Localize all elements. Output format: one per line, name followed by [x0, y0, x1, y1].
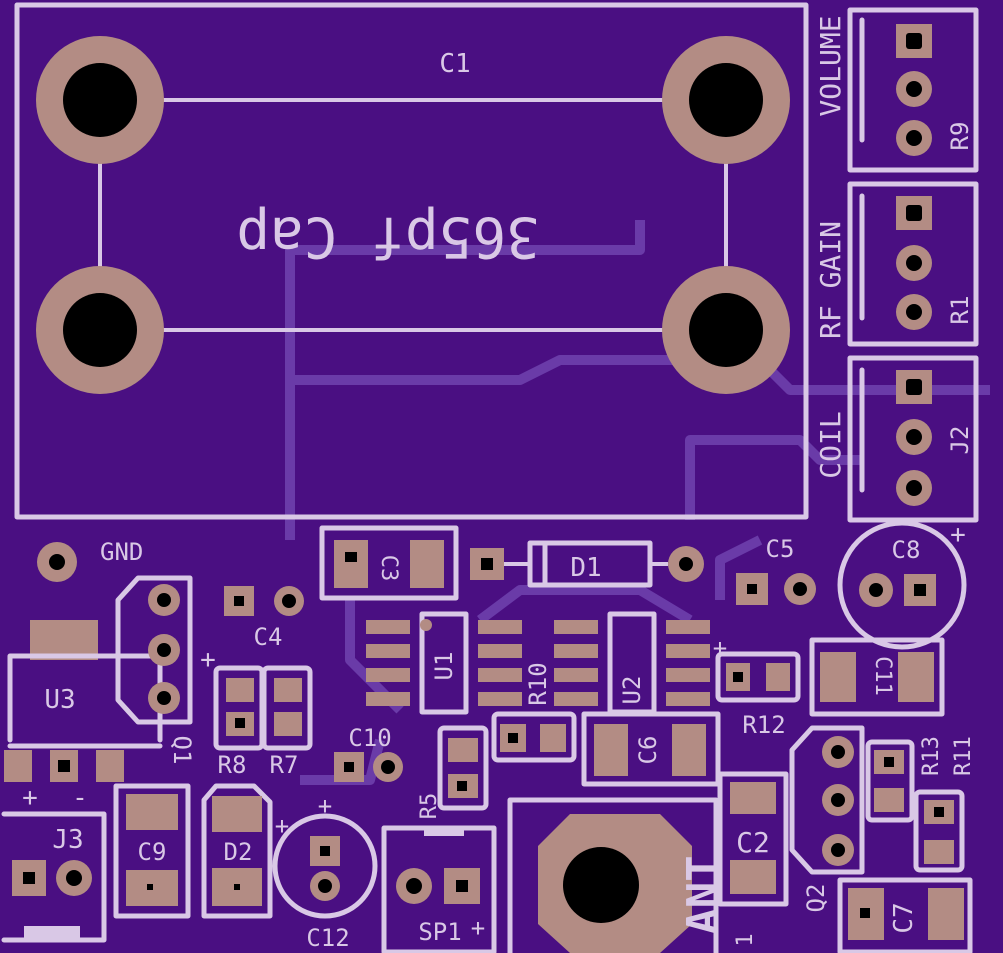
c3-label: C3	[376, 555, 401, 582]
u2-ic: U2 +	[554, 611, 727, 715]
r12-resistor: R12	[715, 651, 801, 739]
c4-label: C4	[254, 623, 283, 651]
ant-label: ANT	[678, 855, 729, 934]
j2-label: J2	[946, 426, 974, 455]
c11-capacitor: C11	[809, 637, 945, 717]
c11-label: C11	[870, 656, 895, 696]
sp1-speaker-connector: SP1 +	[381, 825, 497, 953]
coil-label: COIL	[814, 411, 847, 478]
c3-capacitor: C3	[319, 525, 459, 601]
r9-volume-pot: VOLUME R9	[814, 7, 979, 173]
svg-text:+: +	[318, 792, 332, 820]
c6-label: C6	[634, 736, 662, 765]
copper-traces	[285, 220, 990, 785]
c2-capacitor: C2	[717, 771, 789, 907]
svg-text:+: +	[950, 520, 966, 550]
gnd-test-point: GND	[37, 538, 143, 582]
c7-label: C7	[889, 902, 919, 933]
c1-label: C1	[439, 49, 470, 79]
r12-label: R12	[742, 711, 785, 739]
c8-electrolytic-cap: + C8	[837, 520, 967, 650]
pin1-label: 1	[733, 933, 758, 946]
r8-resistor: R8	[213, 665, 265, 779]
r9-label: R9	[946, 122, 974, 151]
c2-label: C2	[736, 826, 770, 859]
svg-text:+: +	[200, 645, 216, 675]
q2-transistor: Q2	[789, 725, 865, 913]
r7-label: R7	[270, 751, 299, 779]
j2-coil-connector: COIL J2	[814, 355, 979, 523]
c6-capacitor: C6	[581, 711, 721, 787]
r11-resistor: R11	[913, 736, 976, 873]
svg-text:+: +	[471, 914, 485, 942]
r10-resistor	[491, 711, 577, 763]
r8-label: R8	[218, 751, 247, 779]
c5-capacitor: C5	[736, 535, 816, 605]
c1-variable-capacitor: C1 365pf Cap	[14, 2, 809, 520]
d2-label: D2	[224, 838, 253, 866]
c12-electrolytic-cap: + C12	[272, 792, 378, 952]
minus-label: -	[72, 783, 88, 813]
r13-label: R13	[919, 736, 944, 776]
u1-ic: U1 R10	[366, 611, 552, 715]
r11-label: R11	[951, 736, 976, 776]
c8-label: C8	[892, 536, 921, 564]
d1-label: D1	[570, 553, 601, 583]
d2-diode: D2 +	[201, 783, 289, 919]
cap-value-label: 365pf Cap	[236, 204, 539, 269]
c10-capacitor: C10	[334, 724, 403, 782]
rf-gain-label: RF GAIN	[814, 221, 847, 339]
d1-diode: D1	[470, 540, 704, 588]
r7-resistor: R7	[261, 665, 313, 779]
r10-label: R10	[524, 662, 552, 705]
q1-label: Q1	[168, 736, 196, 765]
c9-capacitor: C9	[113, 783, 191, 919]
j3-power-connector: J3	[1, 811, 107, 943]
c10-label: C10	[348, 724, 391, 752]
c5-label: C5	[766, 535, 795, 563]
gnd-label: GND	[100, 538, 143, 566]
sp1-label: SP1	[418, 918, 461, 946]
r5-resistor: R5	[417, 725, 489, 820]
u1-label: U1	[430, 652, 458, 681]
c9-label: C9	[138, 838, 167, 866]
u2-label: U2	[618, 676, 646, 705]
ant-connector: ANT 1	[507, 797, 758, 953]
c4-capacitor: C4	[224, 586, 304, 651]
c7-capacitor: C7	[837, 877, 973, 953]
j3-label: J3	[52, 825, 83, 855]
r1-rf-gain-pot: RF GAIN R1	[814, 181, 979, 347]
c12-label: C12	[306, 924, 349, 952]
q1-transistor: Q1 +	[115, 575, 216, 765]
r13-resistor: R13	[865, 736, 944, 823]
r1-label: R1	[946, 296, 974, 325]
r5-label: R5	[417, 793, 442, 820]
q2-label: Q2	[802, 884, 830, 913]
volume-label: VOLUME	[814, 15, 847, 116]
u3-label: U3	[44, 685, 75, 715]
plus-label: +	[22, 783, 38, 813]
